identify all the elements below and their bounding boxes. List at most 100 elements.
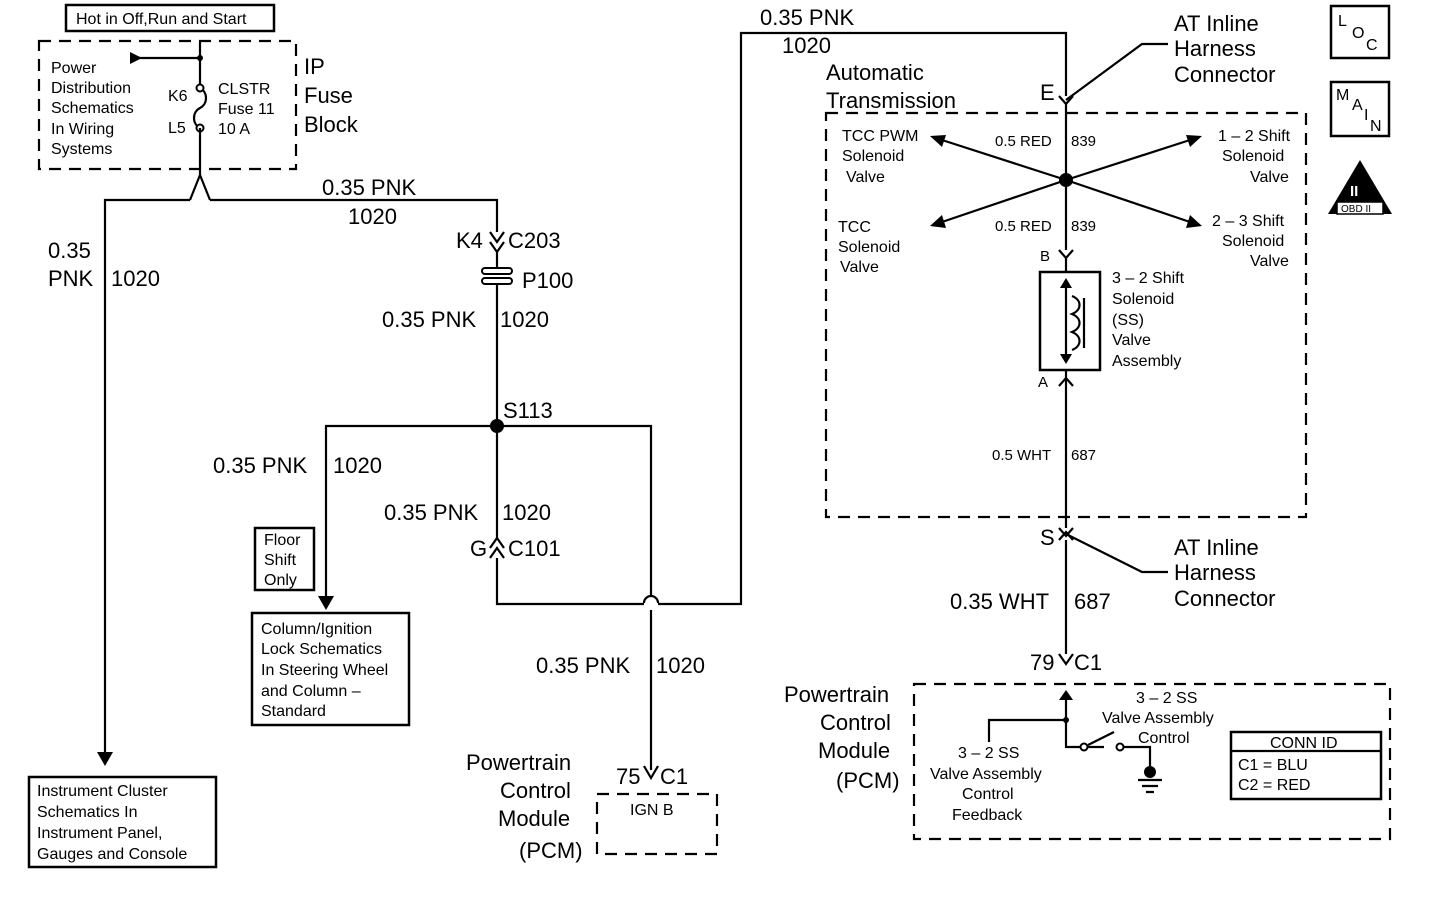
svg-text:Distribution: Distribution <box>51 80 131 97</box>
b-label: B <box>1040 248 1050 265</box>
svg-text:Control: Control <box>1138 730 1190 747</box>
pcm-right-line2: Control <box>820 710 891 735</box>
at-top-line3: Connector <box>1174 62 1276 87</box>
pass-through-p100 <box>481 267 513 426</box>
svg-text:Floor: Floor <box>264 532 301 549</box>
pcm-left-line2: Control <box>500 778 571 803</box>
pcm-right-line1: Powertrain <box>784 682 889 707</box>
svg-text:TCC PWM: TCC PWM <box>842 128 918 145</box>
svg-text:TCC: TCC <box>838 219 871 236</box>
svg-text:A: A <box>1352 97 1363 114</box>
g-label: G <box>470 536 487 561</box>
at-bottom-line3: Connector <box>1174 586 1276 611</box>
k4-label: K4 <box>456 228 483 253</box>
svg-text:Valve: Valve <box>846 169 885 186</box>
shift-32-label: 3 – 2 Shift Solenoid (SS) Valve Assembly <box>1112 270 1185 370</box>
c1-right: C1 <box>1074 650 1102 675</box>
svg-text:Instrument Cluster: Instrument Cluster <box>37 783 168 800</box>
fuse-label: Fuse <box>304 83 353 108</box>
loc-badge: L O C <box>1329 4 1391 60</box>
svg-text:Systems: Systems <box>51 141 112 158</box>
svg-text:3 – 2 Shift: 3 – 2 Shift <box>1112 270 1185 287</box>
auto-trans-line1: Automatic <box>826 60 924 85</box>
auto-trans-line2: Transmission <box>826 88 956 113</box>
svg-text:Valve: Valve <box>1112 332 1151 349</box>
at-harness-bottom <box>1058 527 1168 654</box>
svg-text:10 A: 10 A <box>218 121 250 138</box>
svg-text:CONN ID: CONN ID <box>1270 735 1338 752</box>
svg-text:Control: Control <box>962 786 1014 803</box>
wire-top-center <box>210 198 499 232</box>
pcm-left-line4: (PCM) <box>519 838 583 863</box>
at-harness-top <box>1058 42 1168 178</box>
red-top-circuit: 839 <box>1071 133 1096 150</box>
svg-text:K6: K6 <box>168 88 188 105</box>
wht-circuit: 687 <box>1071 447 1096 464</box>
svg-text:L: L <box>1338 13 1347 30</box>
wire-s113-circuit: 1020 <box>500 307 549 332</box>
svg-text:Valve Assembly: Valve Assembly <box>1102 710 1214 727</box>
s113-label: S113 <box>503 398 553 423</box>
connector-c101 <box>489 31 1068 606</box>
main-badge: M A I N <box>1329 80 1391 138</box>
svg-text:Fuse 11: Fuse 11 <box>218 101 275 118</box>
wire-left-gauge-a: 0.35 <box>48 238 91 263</box>
wire-down-circuit: 1020 <box>502 500 551 525</box>
svg-text:Power: Power <box>51 60 97 77</box>
wire-top-right-gauge: 0.35 PNK <box>760 5 854 30</box>
wire-left-cluster <box>103 198 190 760</box>
svg-text:Valve: Valve <box>1250 253 1289 270</box>
svg-text:Column/Ignition: Column/Ignition <box>261 621 372 638</box>
svg-text:L5: L5 <box>168 120 186 137</box>
pin-79: 79 <box>1030 650 1054 675</box>
conn-id-table: CONN ID C1 = BLU C2 = RED <box>1229 730 1383 801</box>
wire-s113-gauge: 0.35 PNK <box>382 307 476 332</box>
svg-text:Solenoid: Solenoid <box>1222 233 1284 250</box>
svg-text:M: M <box>1336 87 1349 104</box>
svg-text:C2 = RED: C2 = RED <box>1238 777 1310 794</box>
svg-text:Only: Only <box>264 572 297 589</box>
wire-down-gauge: 0.35 PNK <box>384 500 478 525</box>
c1-left: C1 <box>660 764 688 789</box>
svg-text:Solenoid: Solenoid <box>1222 148 1284 165</box>
wire-pcm-circuit: 1020 <box>656 653 705 678</box>
block-label: Block <box>304 112 359 137</box>
power-distribution-block: Power Distribution Schematics In Wiring … <box>37 39 298 175</box>
wire-pcm-ign <box>497 424 653 596</box>
svg-text:OBD II: OBD II <box>1341 204 1371 215</box>
svg-text:C: C <box>1366 37 1378 54</box>
svg-text:Shift: Shift <box>264 552 297 569</box>
pin-75: 75 <box>616 764 640 789</box>
svg-text:Lock Schematics: Lock Schematics <box>261 641 382 658</box>
svg-text:Standard: Standard <box>261 703 326 720</box>
instrument-cluster-box: Instrument Cluster Schematics In Instrum… <box>27 775 218 869</box>
c203-label: C203 <box>508 228 561 253</box>
solenoid-star <box>930 135 1202 260</box>
shift-23-label: 2 – 3 Shift Solenoid Valve <box>1212 213 1289 270</box>
svg-text:Feedback: Feedback <box>952 807 1023 824</box>
pcm-left: IGN B <box>595 765 719 856</box>
svg-text:Solenoid: Solenoid <box>838 239 900 256</box>
wire-column-lock <box>324 424 497 600</box>
svg-text:Schematics: Schematics <box>51 100 134 117</box>
wht-gauge: 0.5 WHT <box>992 447 1051 464</box>
pcm-right-line4: (PCM) <box>836 768 900 793</box>
svg-text:II: II <box>1350 183 1358 200</box>
solenoid-32 <box>1038 258 1102 528</box>
svg-text:2 – 3 Shift: 2 – 3 Shift <box>1212 213 1285 230</box>
wire-bottom-right-circuit: 687 <box>1074 589 1111 614</box>
floor-shift-box: Floor Shift Only <box>253 526 316 592</box>
at-top-line1: AT Inline <box>1174 11 1259 36</box>
svg-text:C1 = BLU: C1 = BLU <box>1238 757 1308 774</box>
wire-top-right-circuit: 1020 <box>782 33 831 58</box>
svg-text:1 – 2 Shift: 1 – 2 Shift <box>1218 128 1291 145</box>
wire-top-gauge: 0.35 PNK <box>322 175 416 200</box>
obd-ii-icon: II OBD II <box>1328 160 1392 215</box>
ss-control-label: 3 – 2 SS Valve Assembly Control <box>1102 690 1214 747</box>
svg-text:N: N <box>1370 118 1382 135</box>
svg-text:IGN B: IGN B <box>630 802 674 819</box>
s-label: S <box>1040 525 1055 550</box>
wire-pcm-gauge: 0.35 PNK <box>536 653 630 678</box>
splice-fork <box>188 174 212 201</box>
svg-text:CLSTR: CLSTR <box>218 81 270 98</box>
